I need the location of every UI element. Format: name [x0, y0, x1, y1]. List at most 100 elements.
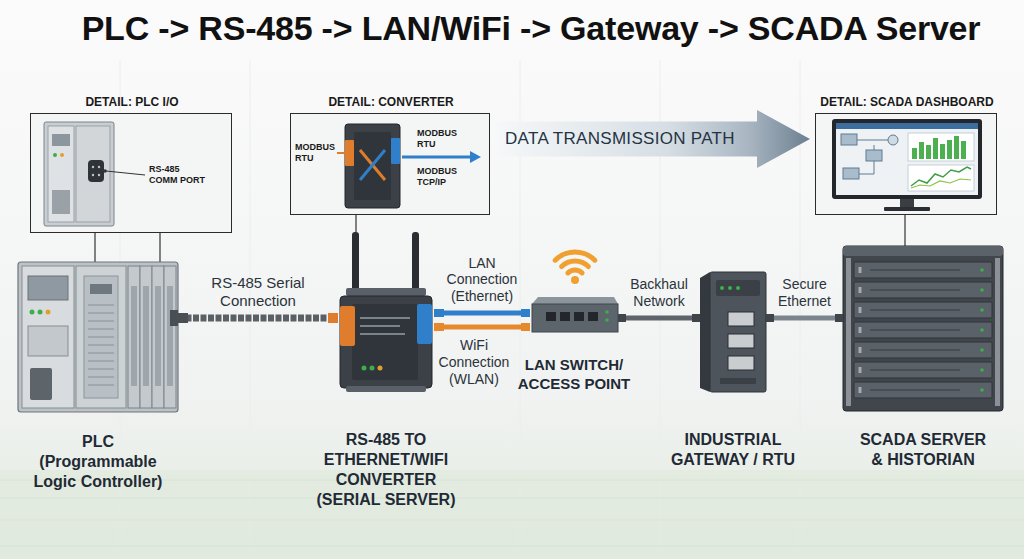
- plc-figure: [128, 266, 140, 408]
- plc-figure: [164, 266, 176, 408]
- plc-figure: [170, 310, 178, 326]
- network-switch: LAN SWITCH/ ACCESS POINT: [530, 236, 618, 332]
- converter-detail-figure: [354, 132, 391, 200]
- scada-dashboard-figure: [843, 168, 859, 179]
- flow-label: DATA TRANSMISSION PATH: [505, 129, 795, 149]
- cable-plug: [178, 309, 843, 331]
- plc-detail-figure: [53, 153, 57, 157]
- serial-converter: RS-485 TO ETHERNET/WIFI CONVERTER (SERIA…: [338, 232, 434, 392]
- converter-figure: [362, 366, 367, 371]
- switch-figure: [532, 304, 618, 332]
- plc-figure: [152, 266, 164, 408]
- scada-dashboard-figure: [908, 165, 974, 191]
- cable-plug: [434, 309, 444, 317]
- gateway-figure: [728, 286, 732, 290]
- converter-detail-figure: [360, 150, 385, 180]
- server-figure: [846, 258, 851, 406]
- scada-dashboard-figure: [961, 141, 966, 159]
- server-figure: [859, 267, 862, 393]
- plc-detail-figure: [44, 122, 114, 226]
- leader-line: [159, 233, 160, 262]
- detail-panel-fill: [30, 113, 232, 233]
- plc-detail-figure: [88, 160, 104, 182]
- ethernet-cable: [766, 316, 843, 321]
- device-label: LAN SWITCH/ ACCESS POINT: [515, 356, 633, 394]
- wifi-symbol: [555, 252, 595, 260]
- connection-label: RS-485 Serial Connection: [192, 274, 324, 310]
- plc-figure: [140, 266, 152, 408]
- leader-line: [94, 233, 95, 262]
- gateway-figure: [720, 378, 756, 384]
- plc-figure: [28, 326, 68, 356]
- plc-detail-figure: [52, 190, 70, 214]
- plc-figure: [76, 266, 126, 408]
- server-figure: [843, 246, 1003, 256]
- converter-detail-figure: [345, 124, 400, 208]
- server-figure: [980, 388, 984, 392]
- plc-detail-figure: [76, 126, 110, 222]
- converter-detail-figure: [337, 152, 345, 154]
- converter-figure: [340, 232, 432, 392]
- gateway-figure: [728, 334, 754, 348]
- plc-figure: [22, 266, 74, 408]
- server-figure: [980, 308, 984, 312]
- gateway-figure: [720, 286, 724, 290]
- scada-dashboard-figure: [888, 135, 898, 145]
- protocol-label: MODBUS RTU: [295, 142, 339, 164]
- plc-detail-figure: [92, 174, 94, 176]
- switch-figure: [574, 312, 584, 321]
- industrial-gateway: INDUSTRIAL GATEWAY / RTU: [700, 270, 766, 392]
- scada-dashboard-figure: [919, 142, 924, 159]
- scada-dashboard-figure: [940, 144, 945, 159]
- plc-figure: [155, 286, 161, 386]
- port-label: RS-485 COMM PORT: [149, 164, 207, 186]
- cable-plug: [692, 314, 700, 322]
- scada-dashboard-figure: [900, 199, 914, 207]
- callout-heading: DETAIL: CONVERTER: [281, 95, 501, 109]
- connection-label: LAN Connection (Ethernet): [442, 255, 522, 305]
- converter-detail-figure: [345, 140, 354, 166]
- switch-figure: [560, 312, 570, 321]
- server-figure: [980, 288, 984, 292]
- cable-plug: [328, 313, 338, 323]
- plc-figure: [88, 305, 114, 385]
- plc-figure: [38, 310, 43, 315]
- converter-detail-figure: [337, 124, 481, 208]
- plc-detail-figure: [98, 174, 100, 176]
- detail-panel-fill: [30, 113, 997, 233]
- converter-figure: [340, 306, 355, 346]
- plc-figure: [167, 286, 173, 386]
- converter-figure: [352, 304, 418, 380]
- plc-figure: [18, 262, 178, 412]
- plc-figure: [28, 276, 68, 300]
- wifi-symbol: [555, 252, 595, 284]
- arrow-shape: [495, 110, 810, 168]
- converter-detail-figure: [360, 150, 385, 180]
- plc-detail-figure: [60, 153, 64, 157]
- field-rows: [0, 546, 1024, 547]
- wifi-symbol: [562, 261, 589, 267]
- converter-figure: [346, 386, 426, 392]
- converter-figure: [378, 366, 383, 371]
- scada-dashboard-figure: [911, 167, 971, 186]
- scada-dashboard-figure: [912, 148, 917, 159]
- converter-detail-figure: [402, 156, 470, 159]
- server-figure: [980, 368, 984, 372]
- wifi-symbol: [571, 276, 579, 284]
- scada-dashboard-figure: [911, 179, 971, 188]
- converter-figure: [417, 304, 432, 344]
- server-figure: [980, 268, 984, 272]
- scada-dashboard-figure: [857, 140, 888, 174]
- cable-plug: [178, 313, 188, 323]
- rs485-cable: [178, 315, 338, 322]
- plc-figure: [143, 286, 149, 386]
- switch-figure: [605, 310, 609, 314]
- gateway-figure: [700, 272, 710, 392]
- scada-dashboard-figure: [841, 134, 857, 145]
- plc-figure: [30, 310, 35, 315]
- scada-dashboard-figure: [954, 136, 959, 159]
- protocol-label: MODBUS RTU: [417, 128, 463, 150]
- plc-figure: [90, 284, 112, 294]
- detail-panel-fill: [815, 113, 997, 215]
